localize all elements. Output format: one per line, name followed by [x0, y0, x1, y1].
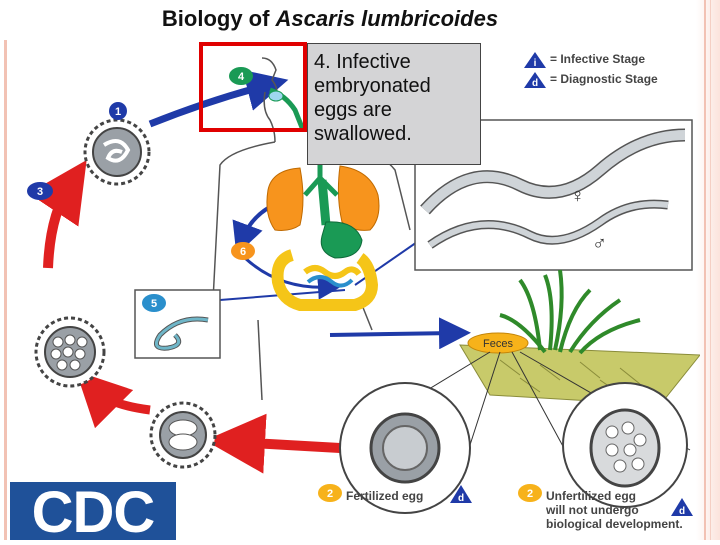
stage-number-2b: 2	[527, 488, 533, 500]
stage-badge-4: 4	[229, 67, 253, 85]
svg-text:d: d	[679, 506, 685, 517]
cycle-arrow-bottom	[205, 413, 341, 474]
stage-badge-1: 1	[109, 102, 127, 120]
svg-text:d: d	[532, 78, 538, 89]
egg-stage-1	[83, 118, 151, 186]
title-prefix: Biology of	[161, 6, 276, 31]
feces-label: Feces	[483, 338, 513, 350]
svg-text:i: i	[534, 58, 537, 69]
legend-diagnostic-label: = Diagnostic Stage	[550, 72, 658, 86]
legend-infective: i = Infective Stage	[524, 52, 645, 69]
stage-number-4: 4	[238, 71, 245, 83]
legend-infective-label: = Infective Stage	[550, 52, 645, 66]
feces-arrow	[329, 317, 471, 350]
stage-number-3: 3	[37, 186, 43, 198]
slide-title: Biology of Ascaris lumbricoides	[0, 6, 660, 32]
stage-number-6: 6	[240, 246, 246, 258]
legend-diagnostic: d = Diagnostic Stage	[524, 72, 658, 89]
diagnostic-badge-fertilized: d	[450, 485, 472, 504]
svg-text:d: d	[458, 493, 464, 504]
esophagus	[317, 179, 331, 226]
stomach	[320, 221, 363, 259]
stage-badge-2b: 2	[518, 484, 542, 502]
large-intestine	[271, 249, 379, 311]
mouth-cavity	[268, 90, 284, 102]
cycle-arrow-bottom-left	[75, 370, 151, 429]
stage-badge-5: 5	[142, 294, 166, 312]
stage-number-1: 1	[115, 106, 121, 118]
egg-morula	[34, 316, 106, 388]
female-symbol: ♀	[570, 185, 585, 207]
stage-badge-2a: 2	[318, 484, 342, 502]
stage-number-2a: 2	[327, 488, 333, 500]
unfertilized-egg-label-3: biological development.	[546, 517, 683, 531]
cdc-logo-text: CDC	[31, 480, 156, 545]
male-symbol: ♂	[592, 233, 607, 255]
stage-4-callout: 4. Infective embryonated eggs are swallo…	[307, 43, 481, 165]
diagnostic-badge-unfertilized: d	[671, 498, 693, 517]
lungs-right	[337, 165, 380, 231]
cycle-arrow-3	[28, 160, 87, 269]
stage4-highlight	[199, 42, 307, 132]
ingestion-arrow	[148, 69, 289, 128]
fertilized-egg-label: Fertilized egg	[346, 489, 423, 503]
cycle-arrow-left	[110, 280, 135, 300]
stage-number-5: 5	[151, 298, 157, 310]
cdc-logo: CDC	[10, 480, 176, 545]
feces-mound	[467, 332, 529, 354]
lungs-left	[266, 167, 304, 231]
grass	[499, 269, 641, 355]
unfertilized-egg-label-2: will not undergo	[545, 503, 639, 517]
stage-badge-6: 6	[231, 242, 255, 260]
slide-decoration-left	[4, 40, 7, 540]
unfertilized-egg-label-1: Unfertilized egg	[546, 489, 636, 503]
title-species: Ascaris lumbricoides	[275, 6, 499, 31]
intestine-worm	[306, 275, 354, 288]
small-intestine	[303, 265, 362, 279]
stage-badge-3: 3	[27, 182, 53, 200]
egg-two-cell	[149, 401, 217, 469]
slide-decoration-right	[696, 0, 720, 540]
